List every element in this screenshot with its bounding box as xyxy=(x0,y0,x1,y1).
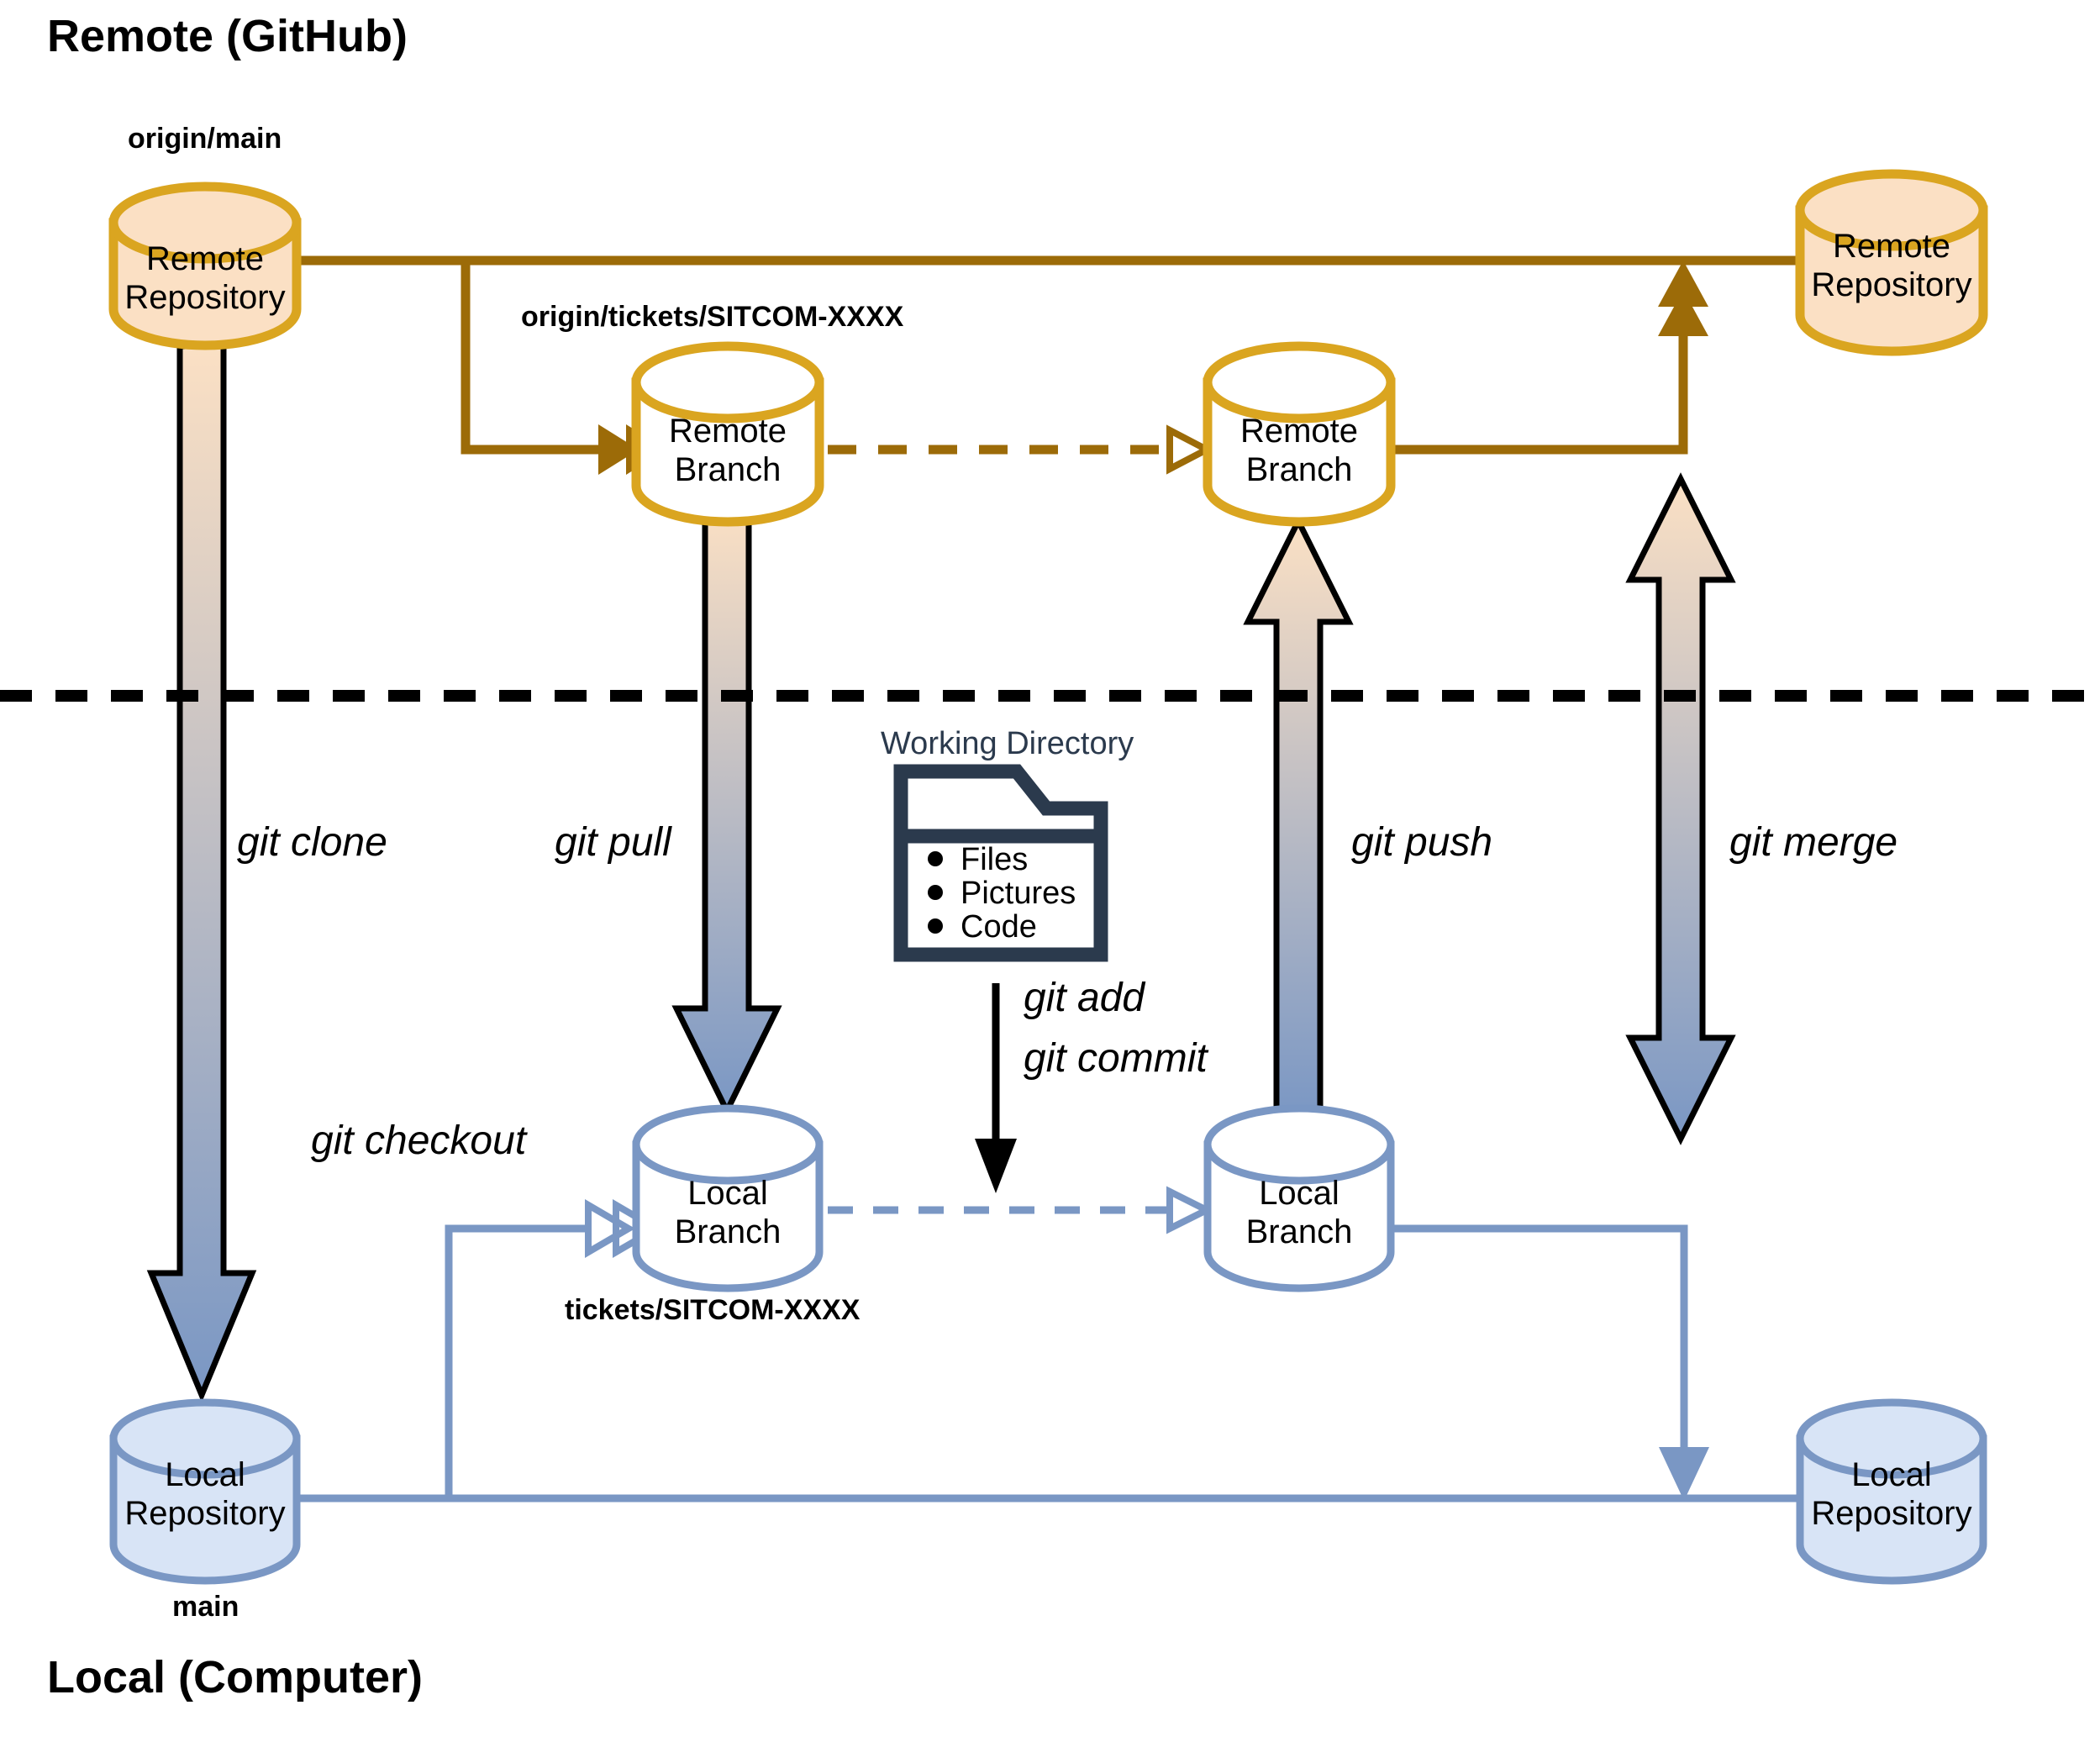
git-commit-label: git commit xyxy=(1024,1036,1208,1081)
local-merge-down-arrowhead xyxy=(1659,1447,1709,1501)
remote-repo-main-label: Remote Repository xyxy=(124,240,286,317)
git-push-arrow xyxy=(1243,514,1354,1121)
local-branch-left-label: Local Branch xyxy=(674,1175,782,1251)
remote-zone-title: Remote (GitHub) xyxy=(47,11,408,61)
local-repo-right-cylinder[interactable] xyxy=(1796,1398,1987,1585)
working-directory-item-code: Code xyxy=(961,909,1037,945)
remote-branch-return-line xyxy=(1387,277,1688,455)
git-merge-label: git merge xyxy=(1729,820,1898,865)
local-checkout-feed-line xyxy=(445,1224,588,1498)
working-directory-item-pictures: Pictures xyxy=(961,876,1076,911)
remote-branch-right-label: Remote Branch xyxy=(1239,413,1359,489)
remote-repo-main-cylinder[interactable] xyxy=(108,182,302,350)
local-branch-left-cylinder[interactable] xyxy=(632,1104,824,1292)
git-push-label: git push xyxy=(1351,820,1493,865)
tag-origin-main: origin/main xyxy=(128,123,282,155)
git-merge-arrow xyxy=(1625,472,1736,1145)
git-add-label: git add xyxy=(1024,976,1145,1020)
remote-repo-right-label: Remote Repository xyxy=(1811,228,1972,304)
local-zone-title: Local (Computer) xyxy=(47,1652,424,1703)
local-repo-right-label: Local Repository xyxy=(1811,1456,1972,1533)
git-pull-arrow xyxy=(671,504,782,1118)
working-directory-title: Working Directory xyxy=(881,726,1134,761)
remote-connector-lines xyxy=(297,255,1834,455)
local-connector-lines xyxy=(297,1224,1835,1503)
tag-main: main xyxy=(172,1591,239,1623)
git-clone-arrow xyxy=(146,343,257,1403)
working-directory-bullets xyxy=(928,851,943,934)
remote-branch-dashed-link xyxy=(828,424,1214,475)
git-pull-label: git pull xyxy=(555,820,671,865)
remote-branch-left-label: Remote Branch xyxy=(668,413,787,489)
local-repo-main-cylinder[interactable] xyxy=(109,1398,301,1585)
git-add-commit-arrow xyxy=(975,983,1017,1193)
remote-merge-arrowhead xyxy=(1658,261,1708,336)
remote-repo-right-cylinder[interactable] xyxy=(1795,169,1988,356)
local-branch-dashed-link xyxy=(828,1186,1214,1234)
tag-tickets: tickets/SITCOM-XXXX xyxy=(565,1294,861,1326)
local-repo-main-label: Local Repository xyxy=(124,1456,286,1533)
local-branch-right-label: Local Branch xyxy=(1245,1175,1353,1251)
working-directory-item-files: Files xyxy=(961,842,1029,877)
tag-origin-tickets: origin/tickets/SITCOM-XXXX xyxy=(521,301,904,333)
remote-branch-feed-line xyxy=(461,261,601,455)
working-directory-folder-icon xyxy=(893,764,1108,962)
remote-branch-left-cylinder[interactable] xyxy=(631,341,824,527)
git-checkout-label: git checkout xyxy=(311,1118,527,1163)
local-branch-right-cylinder[interactable] xyxy=(1203,1104,1395,1292)
local-branch-return-line xyxy=(1387,1224,1688,1466)
git-clone-label: git clone xyxy=(237,820,387,865)
remote-branch-right-cylinder[interactable] xyxy=(1203,341,1396,527)
